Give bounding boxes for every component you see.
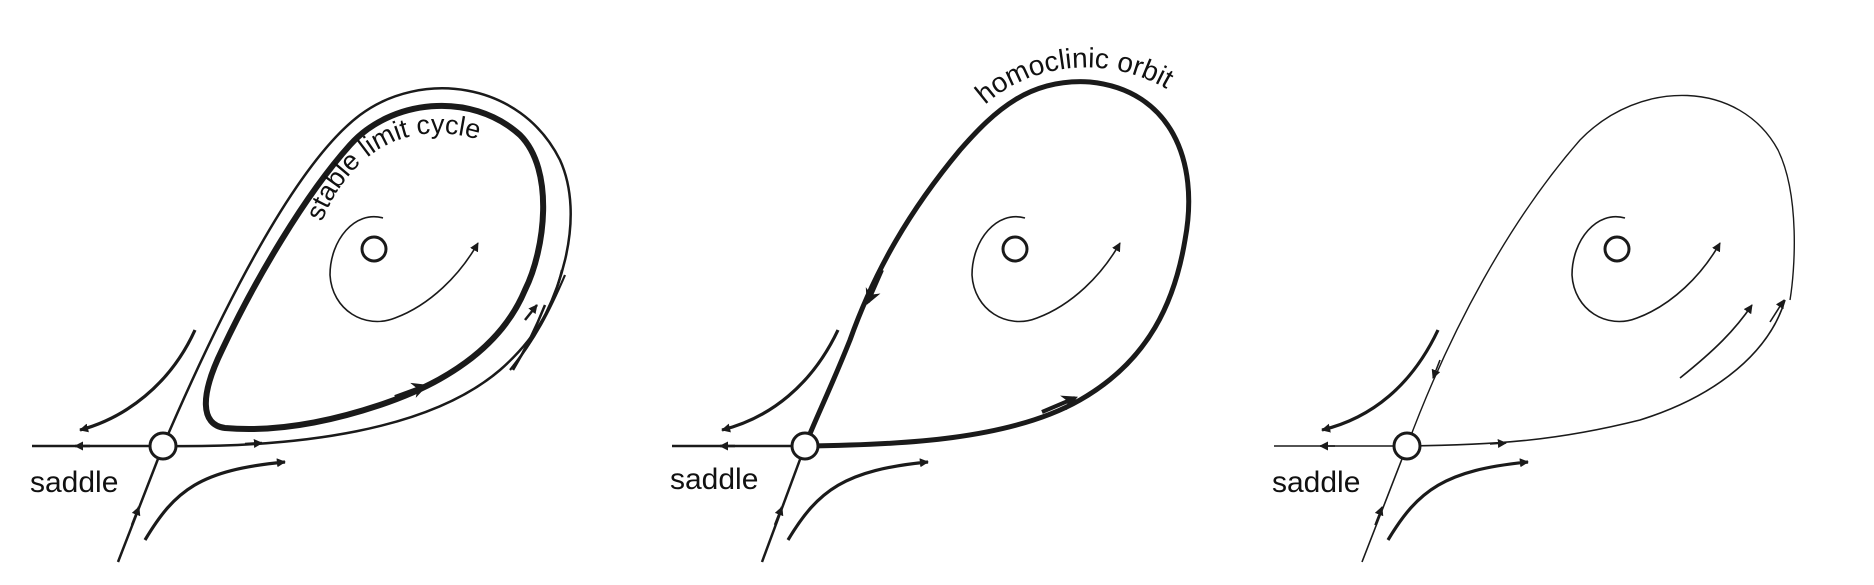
arrow-right-axis bbox=[1489, 439, 1507, 448]
trajectory-outer-loop bbox=[161, 87, 572, 447]
saddle-label: saddle bbox=[1272, 466, 1360, 499]
stable-manifold-bottom bbox=[116, 445, 165, 563]
arrow-stable-bottom bbox=[773, 506, 784, 526]
saddle-label: saddle bbox=[30, 466, 118, 499]
arrow-outer-rise bbox=[1769, 299, 1785, 323]
arrow-right-axis bbox=[244, 438, 263, 448]
saddle-label: saddle bbox=[670, 463, 758, 496]
panel-right: saddle bbox=[1272, 94, 1795, 563]
trajectory-approach-right bbox=[511, 304, 547, 371]
saddle-point bbox=[1392, 431, 1422, 461]
stable-manifold-bottom bbox=[1361, 445, 1408, 563]
spiral-trajectory bbox=[329, 215, 479, 323]
arrow-outer-rise bbox=[524, 304, 538, 321]
arrow-stable-top bbox=[1431, 359, 1441, 379]
trajectory-lower-right bbox=[143, 458, 286, 541]
limit-cycle-arrow bbox=[394, 382, 429, 399]
saddle-point bbox=[790, 431, 820, 461]
panel-middle: saddle homoclinic orbit bbox=[670, 42, 1192, 563]
unstable-focus bbox=[1603, 235, 1631, 263]
trajectory-right-outer bbox=[162, 269, 564, 448]
unstable-focus bbox=[360, 235, 388, 263]
spiral-trajectory bbox=[971, 215, 1121, 323]
homoclinic-arrow-left bbox=[865, 269, 884, 305]
saddle-point bbox=[148, 431, 178, 461]
trajectory-lower-right bbox=[786, 458, 929, 541]
homoclinic-arrow-bottom bbox=[1041, 395, 1078, 414]
trajectory-upper-left bbox=[1321, 329, 1440, 433]
unstable-manifold-right bbox=[1406, 299, 1786, 447]
spiral-trajectory bbox=[1571, 215, 1721, 323]
trajectory-lower-right bbox=[1386, 458, 1529, 541]
svg-text:stable limit cycle: stable limit cycle bbox=[300, 109, 484, 224]
limit-cycle-label: stable limit cycle bbox=[300, 109, 484, 224]
panel-left: saddle stable limit cycle bbox=[30, 87, 572, 563]
homoclinic-orbit-label: homoclinic orbit bbox=[969, 42, 1179, 109]
trajectory-upper-left bbox=[721, 329, 840, 433]
stable-manifold-loop bbox=[1406, 94, 1795, 447]
homoclinic-orbit bbox=[802, 79, 1192, 449]
svg-text:homoclinic orbit: homoclinic orbit bbox=[969, 42, 1179, 109]
arrow-stable-bottom bbox=[1374, 506, 1384, 526]
arrow-stable-bottom bbox=[130, 506, 141, 526]
stable-limit-cycle bbox=[202, 102, 547, 433]
trajectory-upper-left bbox=[79, 329, 197, 433]
trajectory-inner-strand bbox=[1679, 304, 1753, 379]
stable-manifold-bottom bbox=[760, 445, 807, 563]
unstable-focus bbox=[1001, 235, 1029, 263]
